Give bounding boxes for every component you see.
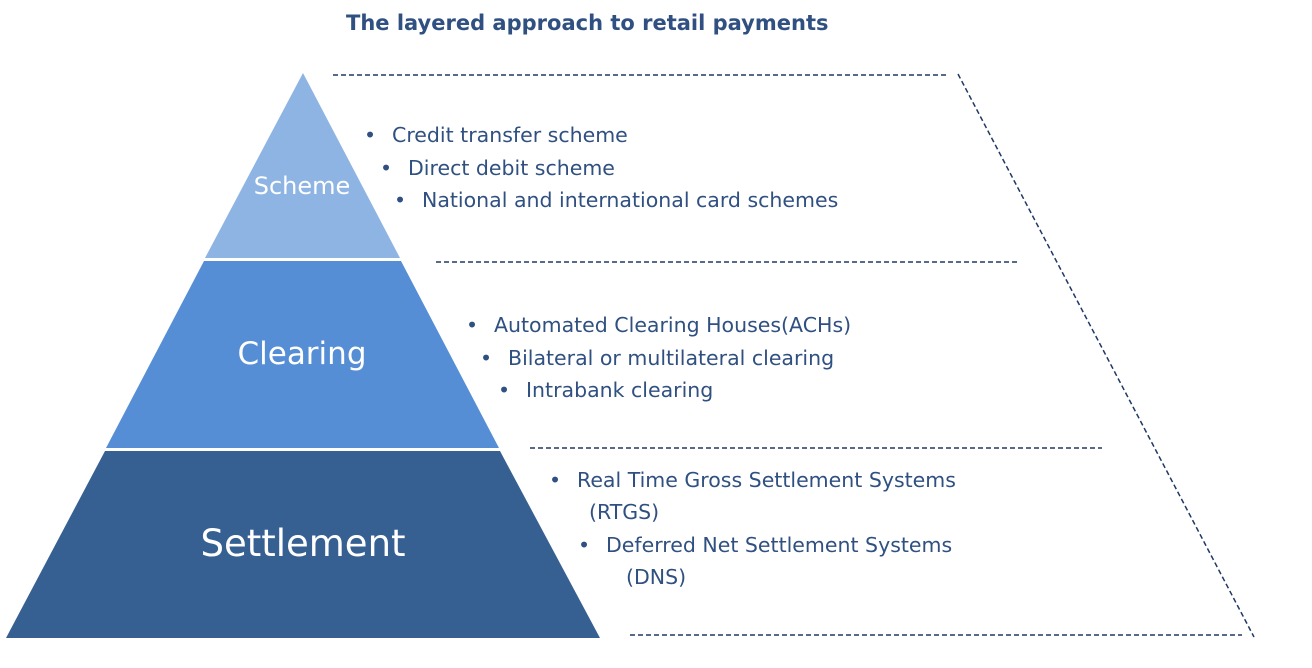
pyramid-layer-clearing xyxy=(106,261,499,448)
layer-label-clearing: Clearing xyxy=(237,336,366,372)
layer-label-settlement: Settlement xyxy=(200,522,405,565)
pyramid-layer-settlement xyxy=(6,451,600,638)
pyramid-layer-scheme xyxy=(205,73,400,258)
diagram-title: The layered approach to retail payments xyxy=(346,11,829,35)
layer-label-scheme: Scheme xyxy=(254,172,351,200)
dashed-line-diagonal xyxy=(957,73,1255,638)
